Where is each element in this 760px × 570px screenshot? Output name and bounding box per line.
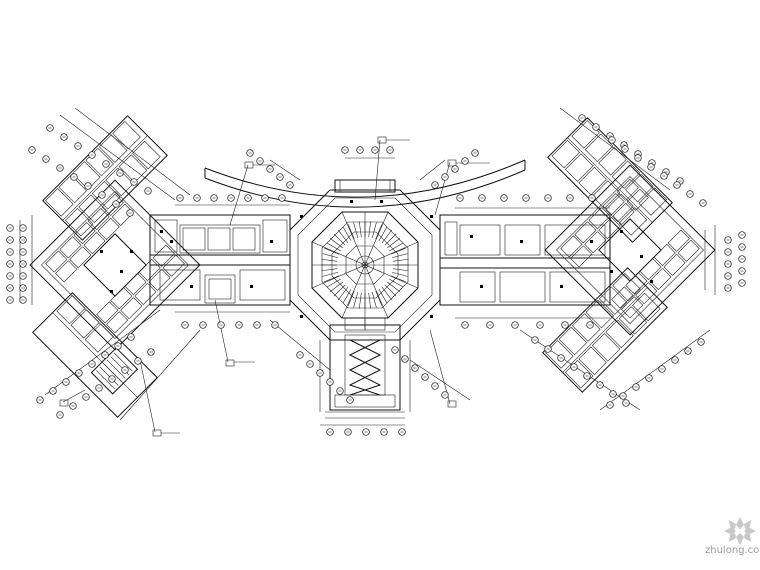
canopy-arc (204, 159, 526, 208)
right-arm-lower (542, 267, 668, 393)
entrance-stair-block (319, 317, 411, 419)
left-arm-lower (32, 292, 158, 418)
right-connector-wing (439, 214, 611, 306)
zhulong-flower-logo-icon (724, 517, 756, 545)
central-octagon-hall (289, 179, 441, 341)
grid-axis-bubbles (6, 114, 746, 436)
fixture-dots (100, 200, 653, 318)
annotation-leaders (59, 136, 490, 437)
watermark-text: zhulong.com (705, 545, 760, 556)
left-arm-upper (42, 115, 168, 241)
left-pavilion (29, 179, 201, 351)
right-pavilion (544, 164, 716, 336)
left-connector-wing (149, 214, 291, 306)
